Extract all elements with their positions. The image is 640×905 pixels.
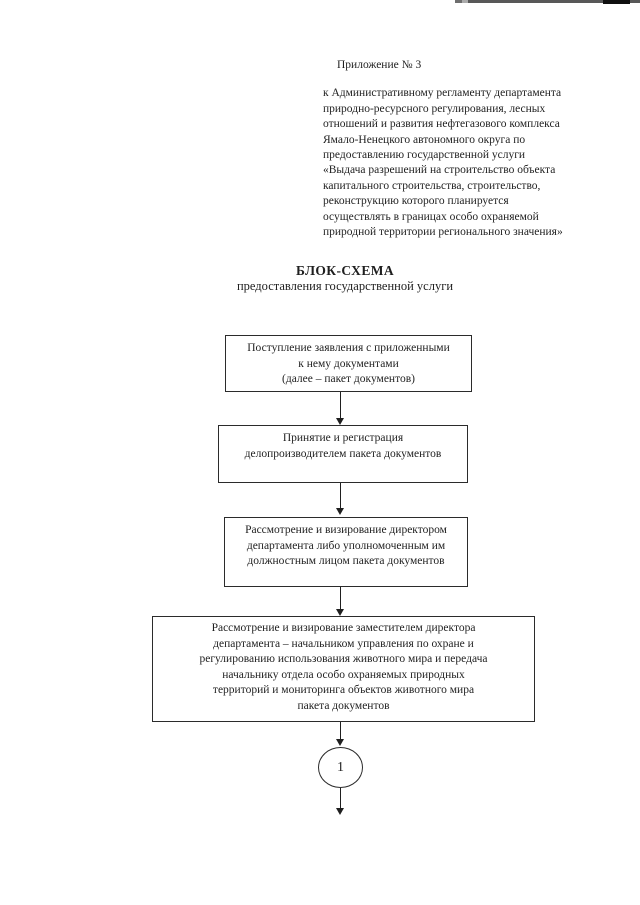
flow-arrow-down-icon [336, 483, 344, 515]
flow-step-registration: Принятие и регистрация делопроизводителе… [218, 425, 468, 483]
annex-label: Приложение № 3 [337, 59, 422, 71]
scan-edge-artifact [603, 0, 630, 4]
scan-edge-artifact [455, 0, 462, 3]
flow-step-label: Поступление заявления с приложенными к н… [247, 342, 450, 385]
offpage-connector: 1 [318, 747, 363, 788]
scan-edge-artifact [462, 0, 468, 3]
flow-step-label: Принятие и регистрация делопроизводителе… [244, 432, 442, 460]
flow-step-deputy-director-review: Рассмотрение и визирование заместителем … [152, 616, 535, 722]
title-block: БЛОК-СХЕМА предоставления государственно… [145, 263, 545, 294]
flow-arrow-down-icon [336, 788, 344, 815]
offpage-connector-number: 1 [337, 759, 344, 775]
flow-step-application-received: Поступление заявления с приложенными к н… [225, 335, 472, 392]
scan-edge-artifact [630, 0, 640, 3]
document-header: Приложение № 3 к Административному регла… [323, 58, 619, 240]
flow-step-director-review: Рассмотрение и визирование директором де… [224, 517, 468, 587]
page-subtitle: предоставления государственной услуги [236, 279, 454, 293]
flow-step-label: Рассмотрение и визирование директором де… [245, 524, 447, 567]
flow-arrow-down-icon [336, 392, 344, 425]
regulation-reference: к Административному регламенту департаме… [323, 87, 563, 239]
page-title: БЛОК-СХЕМА [295, 263, 395, 278]
flow-arrow-down-icon [336, 722, 344, 746]
scan-edge-artifact [468, 0, 603, 3]
flow-arrow-down-icon [336, 587, 344, 616]
flow-step-label: Рассмотрение и визирование заместителем … [199, 622, 488, 712]
